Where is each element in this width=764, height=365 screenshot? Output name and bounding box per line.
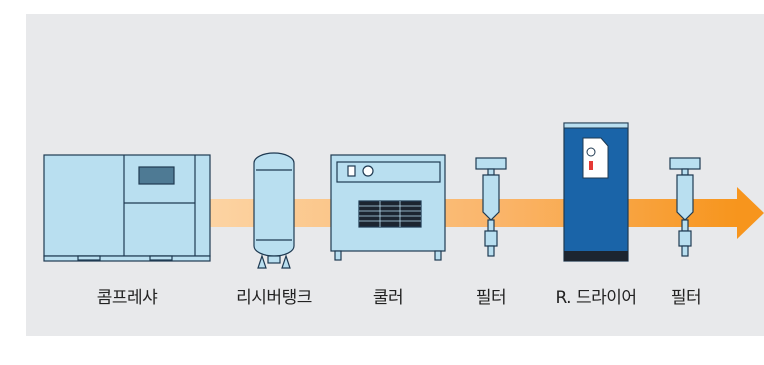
refrigerated-dryer-icon [563,122,629,262]
cooler-icon [330,154,446,261]
label-cooler: 쿨러 [372,288,404,308]
receiver-tank-icon [253,152,295,269]
label-receiver-tank: 리시버탱크 [236,288,312,308]
label-refrigerated-dryer: R. 드라이어 [555,288,637,308]
label-compressor: 콤프레샤 [96,288,158,308]
filter-icon-2 [669,157,701,257]
filter-icon-1 [475,157,507,257]
compressor-icon [43,154,211,262]
label-filter-1: 필터 [475,288,507,308]
label-filter-2: 필터 [670,288,702,308]
